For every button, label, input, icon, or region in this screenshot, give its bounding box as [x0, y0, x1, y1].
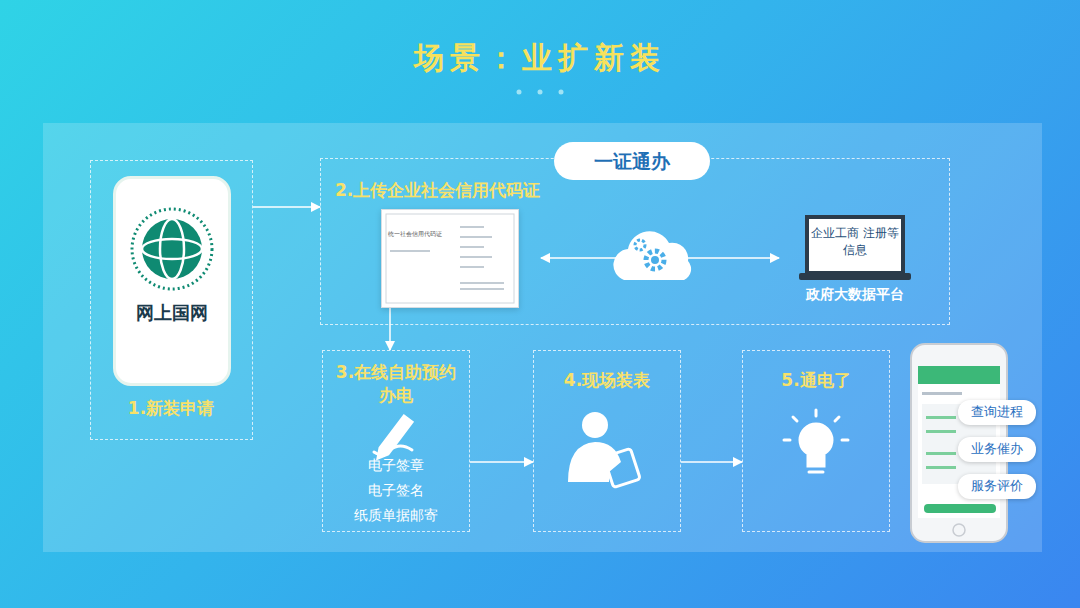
step-box: 3.在线自助预约办电电子签章电子签名纸质单据邮寄	[322, 350, 470, 532]
node-label: 服务评价	[958, 477, 1036, 495]
node-text: 纸质单据邮寄	[323, 507, 469, 525]
person-icon	[568, 412, 640, 488]
flow-arrow	[470, 461, 533, 463]
node-label: 2.上传企业社会信用代码证	[335, 179, 715, 202]
step-box: 1.新装申请网上国网	[90, 160, 253, 440]
action-button: 业务催办	[958, 437, 1036, 462]
laptop: 企业工商 注册等信息政府大数据平台	[783, 215, 927, 311]
certificate: 统一社会信用代码证	[381, 209, 519, 308]
action-button: 查询进程	[958, 400, 1036, 425]
node-label: 5.通电了	[743, 369, 889, 392]
node-text: 电子签章	[323, 457, 469, 475]
node-label: 企业工商 注册等信息	[809, 225, 901, 259]
certificate-lines	[382, 210, 518, 307]
pen-icon	[374, 416, 412, 458]
flow-arrow	[681, 461, 742, 463]
node-label: 一证通办	[554, 149, 710, 175]
app-card: 网上国网	[113, 176, 231, 386]
node-label: 统一社会信用代码证	[388, 230, 458, 239]
step-box: 4.现场装表	[533, 350, 681, 532]
node-text: 电子签名	[323, 482, 469, 500]
step-box: 5.通电了	[742, 350, 890, 532]
bulb-icon	[784, 410, 848, 472]
node-label: 查询进程	[958, 403, 1036, 421]
node-label: 网上国网	[116, 301, 228, 325]
action-button: 服务评价	[958, 474, 1036, 499]
pill-label: 一证通办	[554, 142, 710, 180]
flow-arrow	[389, 308, 391, 350]
node-label: 3.在线自助预约办电	[333, 361, 459, 407]
node-label: 1.新装申请	[91, 397, 251, 420]
diagram-title: 场景：业扩新装	[0, 38, 1080, 79]
cloud-icon	[612, 226, 698, 286]
node-label: 4.现场装表	[534, 369, 680, 392]
logo-icon	[116, 187, 228, 297]
flow-arrow	[253, 206, 320, 208]
node-label: 业务催办	[958, 440, 1036, 458]
node-text: 政府大数据平台	[783, 286, 927, 304]
step-box: 2.上传企业社会信用代码证一证通办统一社会信用代码证企业工商 注册等信息政府大数…	[320, 158, 950, 325]
